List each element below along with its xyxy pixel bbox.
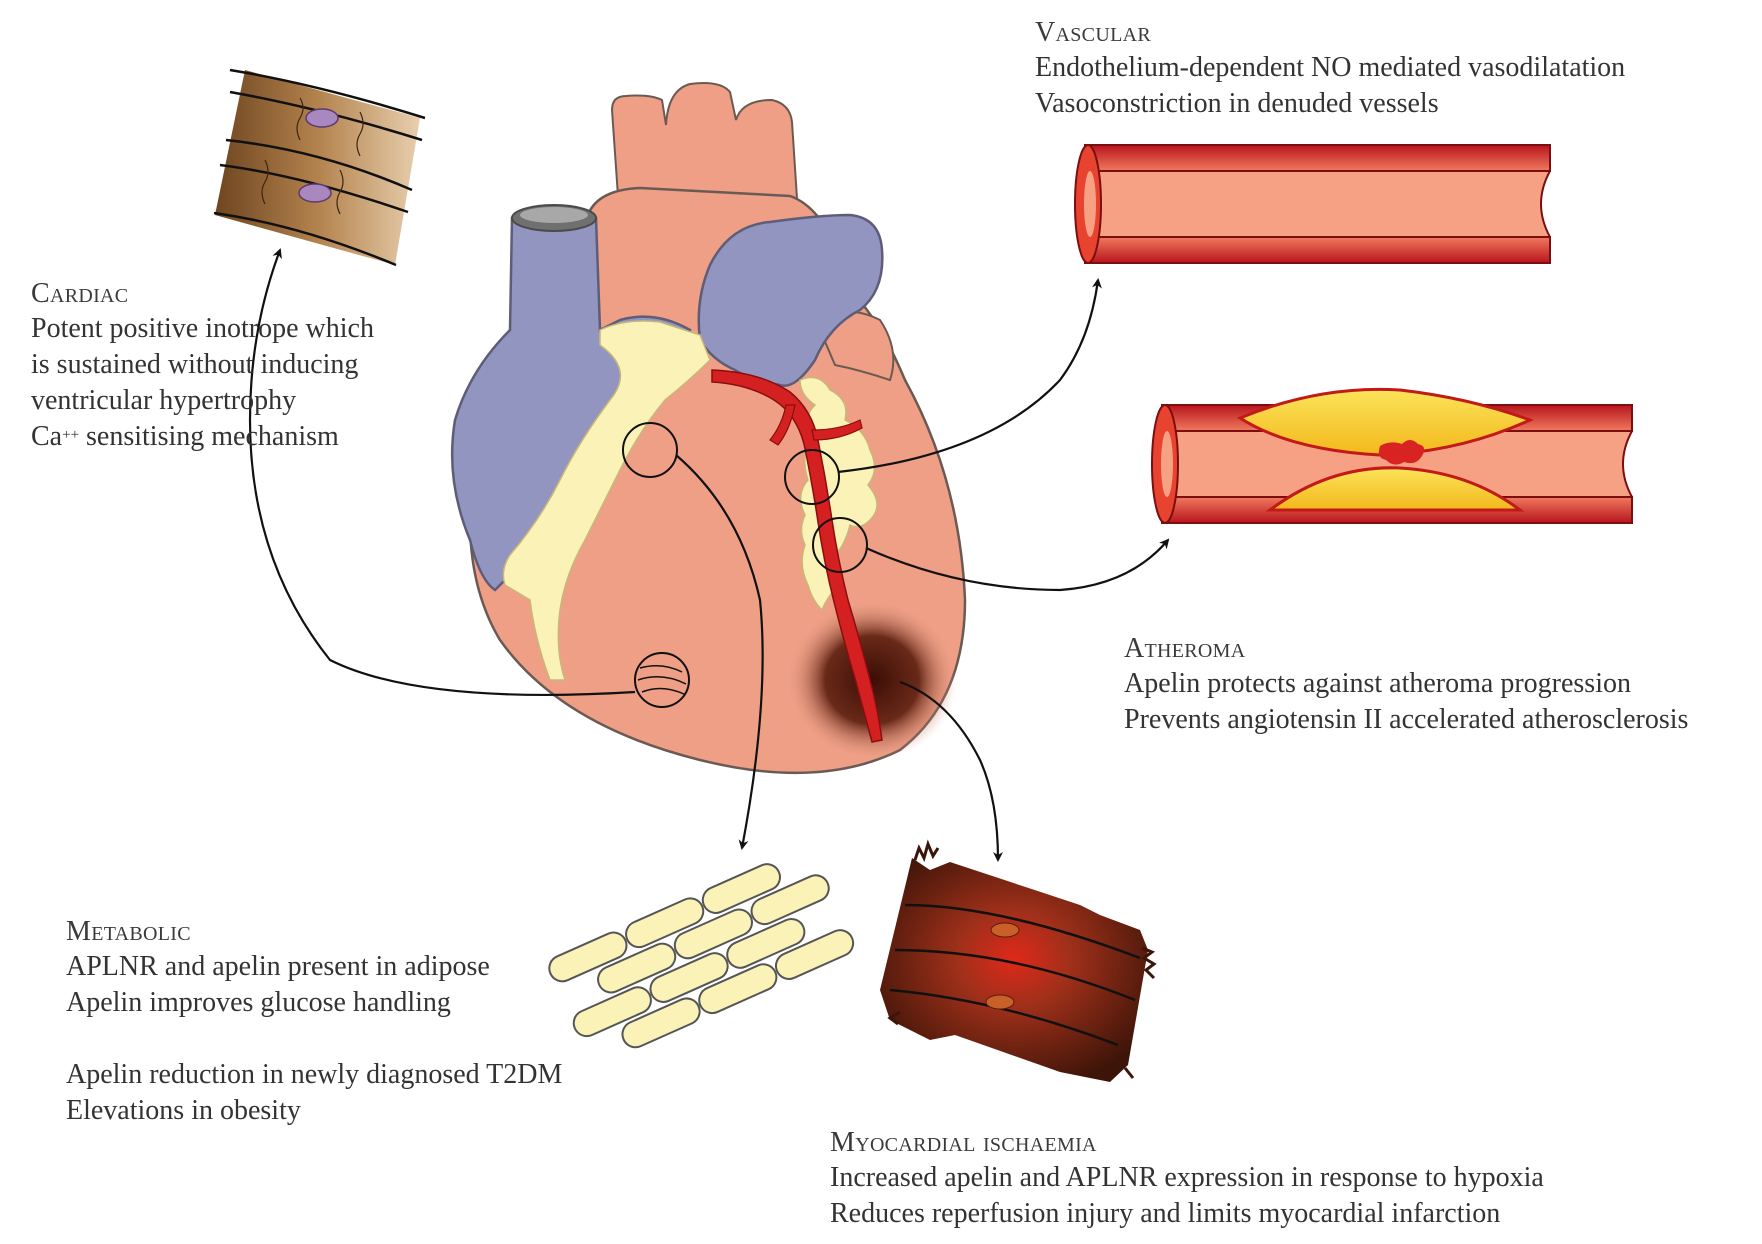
cell-nucleus-1 <box>306 109 338 127</box>
cardiac-heading: Cardiac <box>31 277 374 311</box>
cell-nucleus-2 <box>299 184 331 202</box>
healthy-vessel-illustration <box>1075 145 1550 263</box>
metabolic-line-3: Apelin reduction in newly diagnosed T2DM <box>66 1057 562 1093</box>
atheroma-heading: Atheroma <box>1124 632 1688 666</box>
vena-cava-lumen <box>520 207 588 223</box>
cardiac-line-1: Potent positive inotrope which <box>31 311 374 347</box>
metabolic-section: Metabolic APLNR and apelin present in ad… <box>66 915 562 1129</box>
atheroma-line-1: Apelin protects against atheroma progres… <box>1124 666 1688 702</box>
vascular-section: Vascular Endothelium-dependent NO mediat… <box>1035 16 1625 122</box>
cardiac-line-3: ventricular hypertrophy <box>31 383 374 419</box>
cardiac-line-2: is sustained without inducing <box>31 347 374 383</box>
atheroma-section: Atheroma Apelin protects against atherom… <box>1124 632 1688 738</box>
cardiac-line-4-text: sensitising mechanism <box>79 421 339 452</box>
cardiac-section: Cardiac Potent positive inotrope which i… <box>31 277 374 455</box>
vascular-line-2: Vasoconstriction in denuded vessels <box>1035 86 1625 122</box>
metabolic-heading: Metabolic <box>66 915 562 949</box>
calcium-charge: ++ <box>62 427 79 443</box>
ischaemia-line-1: Increased apelin and APLNR expression in… <box>830 1160 1544 1196</box>
cardiac-line-4: Ca++ sensitising mechanism <box>31 419 374 455</box>
metabolic-spacer <box>66 1021 562 1057</box>
cardiac-muscle-illustration <box>214 70 425 265</box>
ischaemia-section: Myocardial ischaemia Increased apelin an… <box>830 1126 1544 1232</box>
ischaemic-muscle-illustration <box>880 844 1154 1082</box>
heart-illustration <box>452 83 965 773</box>
ischaemia-line-2: Reduces reperfusion injury and limits my… <box>830 1196 1544 1232</box>
atheroma-line-2: Prevents angiotensin II accelerated athe… <box>1124 702 1688 738</box>
vascular-heading: Vascular <box>1035 16 1625 50</box>
metabolic-line-4: Elevations in obesity <box>66 1093 562 1129</box>
metabolic-line-2: Apelin improves glucose handling <box>66 985 562 1021</box>
vascular-line-1: Endothelium-dependent NO mediated vasodi… <box>1035 50 1625 86</box>
ischaemia-heading: Myocardial ischaemia <box>830 1126 1544 1160</box>
calcium-symbol: Ca <box>31 421 62 452</box>
atheroma-vessel-illustration <box>1152 389 1632 523</box>
adipose-cells-illustration <box>545 844 857 1068</box>
metabolic-line-1: APLNR and apelin present in adipose <box>66 949 562 985</box>
